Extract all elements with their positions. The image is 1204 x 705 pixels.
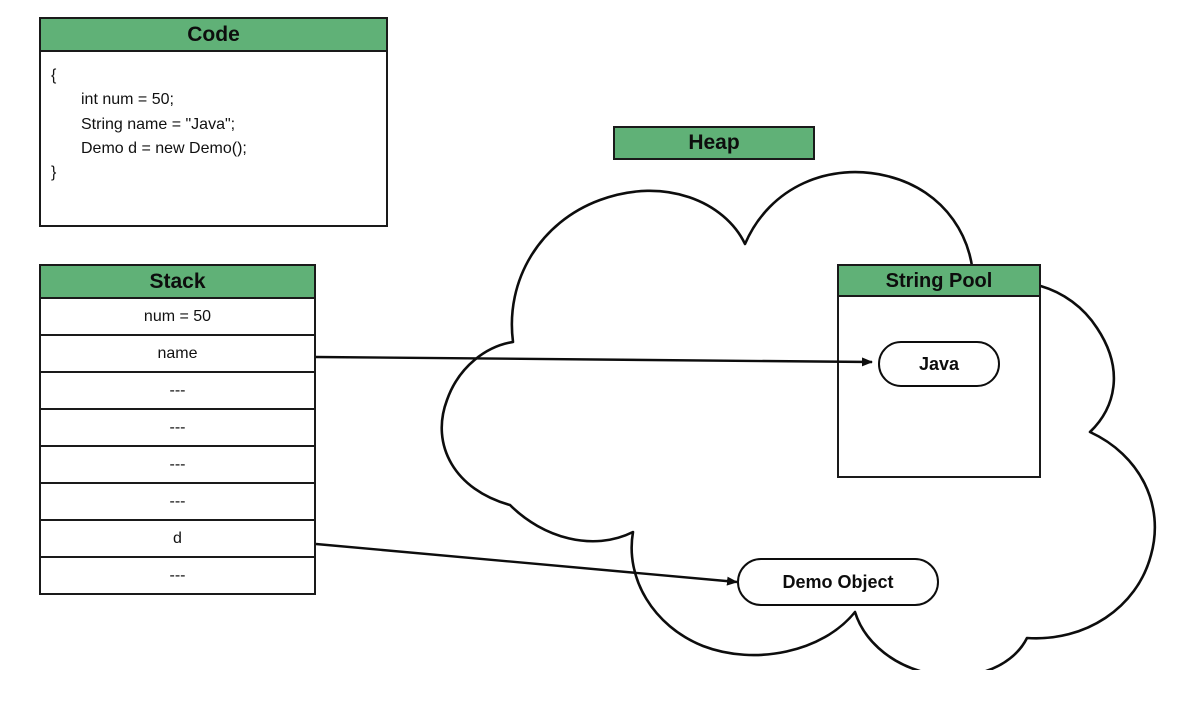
code-panel-body: { int num = 50; String name = "Java"; Demo … xyxy=(41,52,386,186)
code-line: { xyxy=(51,67,57,84)
string-pool-title: String Pool xyxy=(839,266,1039,297)
stack-panel-title: Stack xyxy=(39,264,316,299)
java-string-object: Java xyxy=(878,341,1000,387)
code-line: } xyxy=(51,164,57,182)
stack-row: name xyxy=(39,336,316,373)
code-line: String name = "Java"; xyxy=(81,115,236,133)
stack-row: --- xyxy=(39,373,316,410)
stack-row: --- xyxy=(39,447,316,484)
arrow-name-to-java xyxy=(315,355,873,367)
code-panel-title: Code xyxy=(41,19,386,52)
heap-label: Heap xyxy=(613,126,815,160)
stack-row: --- xyxy=(39,410,316,447)
code-line: Demo d = new Demo(); xyxy=(81,139,247,157)
demo-object-capsule: Demo Object xyxy=(737,558,939,606)
code-panel: Code { int num = 50; String name = "Java";… xyxy=(39,17,388,227)
code-line: int num = 50; xyxy=(81,91,174,109)
arrow-d-to-demo-object xyxy=(315,542,738,586)
stack-row: --- xyxy=(39,558,316,595)
stack-row: --- xyxy=(39,484,316,521)
stack-row: d xyxy=(39,521,316,558)
stack-row: num = 50 xyxy=(39,299,316,336)
